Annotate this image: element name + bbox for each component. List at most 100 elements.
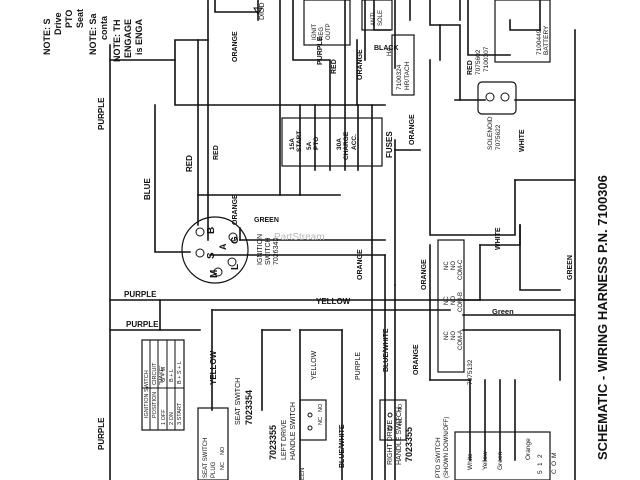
- label-orange-pto: ORANGE: [421, 259, 428, 290]
- hr-tach: 7100324 HR/TACH: [391, 34, 415, 96]
- ha-label: HA: [387, 48, 393, 56]
- battery: 7100449 BATTERY: [494, 0, 551, 63]
- label-white-sol: WHITE: [519, 129, 526, 152]
- relay-nc3: NC: [444, 331, 450, 340]
- pto-switch-label-1: PTO SWITCH: [435, 437, 442, 478]
- label-orange-top2: ORANGE: [357, 49, 364, 80]
- note-line-4: Seat: [75, 9, 85, 28]
- note-line-6: conta: [99, 15, 109, 40]
- note-line-7: NOTE: TH: [112, 20, 122, 63]
- ignition-pn: 7026343: [273, 238, 280, 265]
- label-blue-white: BLUE/WHITE: [383, 328, 390, 372]
- fuse-block: 15A START 5A PTO 30A CHARGE ACC. FUSES: [281, 117, 394, 167]
- red-pn-a: 7075602: [475, 49, 482, 75]
- sole-label: SOLE: [378, 10, 384, 26]
- top-connectors: IGNIT REG OUTP ANTI SOLE DIOD HA 7075602…: [253, 0, 490, 75]
- fuses-label: FUSES: [385, 131, 394, 158]
- label-purple-mid: PURPLE: [124, 290, 157, 299]
- left-drive-switch: NC NO 7023355 LEFT DRIVE HANDLE SWITCH E…: [268, 399, 327, 480]
- table-row-1-make: G + M: [161, 366, 167, 382]
- ignition-label-1: IGNITION: [257, 234, 264, 265]
- diode-label: DIOD: [259, 3, 266, 21]
- label-black: BLACK: [374, 45, 399, 52]
- seat-nc: NC: [220, 462, 226, 470]
- right-drive-nc: NC: [398, 417, 404, 425]
- outp-label: OUTP: [326, 23, 332, 40]
- note-line-3: PTO: [64, 10, 74, 28]
- label-purple-bottom: PURPLE: [97, 417, 106, 450]
- ignition-switch: B G S M L A IGNITION SWITCH 7026343: [181, 216, 280, 284]
- label-yellow-top: YELLOW: [316, 297, 351, 306]
- reg-label: REG: [319, 27, 325, 40]
- relay-pn: 7075132: [467, 359, 474, 385]
- fuse-pto: PTO: [313, 137, 320, 150]
- relay-no1: NO: [451, 261, 457, 270]
- label-green-pto: Green: [492, 307, 514, 316]
- label-red-left: RED: [185, 155, 194, 172]
- table-header-make: "MAKE": [159, 365, 165, 385]
- relay-comb: COM-B: [458, 292, 464, 312]
- ign-terminal-b: B: [206, 227, 217, 234]
- table-header-position: POSITION: [152, 392, 158, 418]
- fuse-30a: 30A: [336, 138, 343, 150]
- label-red-right: RED: [467, 60, 474, 75]
- label-orange-low: ORANGE: [357, 249, 364, 280]
- fuse-acc: ACC.: [351, 134, 358, 150]
- label-yellow-mid: YELLOW: [311, 350, 318, 380]
- seat-switch-plug-1: SEAT SWITCH: [203, 438, 209, 478]
- solenoid: SOLENOID 7075622: [477, 81, 517, 150]
- right-drive-switch: NC NO RIGHT DRIVE HANDLE SWITCH 7023355: [379, 399, 414, 465]
- table-row-2-make: B + L: [169, 369, 175, 382]
- fuse-charge: CHARGE: [343, 131, 350, 160]
- relay-no2: NO: [451, 296, 457, 305]
- pto-switch: PTO SWITCH (SHOWN DOWN/OFF) White Yellow…: [435, 417, 558, 480]
- label-orange-top: ORANGE: [232, 31, 239, 62]
- relay-coma: COM-A: [458, 330, 464, 350]
- ignit-label: IGNIT: [312, 24, 318, 40]
- pto-pin-m: M: [551, 453, 558, 458]
- battery-pn: 7100449: [536, 29, 543, 55]
- seat-switch: SEAT SWITCH PLUG NC NO SEAT SWITCH 70233…: [197, 378, 254, 480]
- hrtach-pn: 7100324: [396, 64, 403, 90]
- relay-comc: COM-C: [458, 259, 464, 280]
- battery-label: BATTERY: [543, 25, 550, 55]
- right-drive-label-2: HANDLE SWITCH: [396, 407, 403, 465]
- label-orange-mid: ORANGE: [232, 194, 239, 225]
- ign-terminal-g: G: [230, 236, 241, 244]
- note-line-5: NOTE: Sa: [88, 12, 98, 55]
- label-white-pto: WHITE: [495, 227, 502, 250]
- solenoid-label: SOLENOID: [487, 116, 494, 150]
- fuse-5a: 5A: [306, 141, 313, 150]
- pto-switch-label-2: (SHOWN DOWN/OFF): [444, 417, 450, 478]
- ignition-table: IGNITION SWITCH CIRCUIT POSITION "MAKE" …: [141, 339, 185, 431]
- label-purple-right-sw: PURPLE: [355, 352, 362, 380]
- relay-nc2: NC: [444, 296, 450, 305]
- label-blue-white-2: BLUE/WHITE: [339, 424, 346, 468]
- hrtach-label: HR/TACH: [404, 61, 411, 90]
- label-orange-bottom: ORANGE: [413, 344, 420, 375]
- left-drive-label-1: LEFT DRIVE: [281, 419, 288, 460]
- wire-labels: PURPLE PURPLE PURPLE PURPLE PURPLE PURPL…: [97, 31, 574, 468]
- ignition-label-2: SWITCH: [265, 237, 272, 265]
- ign-terminal-s: S: [206, 252, 217, 259]
- pto-wire-orange: Orange: [525, 438, 532, 460]
- pto-wire-green: Green: [497, 452, 504, 470]
- relay-no3: NO: [451, 331, 457, 340]
- note-line-1: NOTE: S: [42, 18, 52, 55]
- pto-wire-yellow: Yellow: [482, 451, 489, 470]
- right-drive-no: NO: [398, 403, 404, 412]
- left-drive-nc: NC: [318, 417, 324, 425]
- right-drive-pn: 7023355: [404, 427, 414, 462]
- watermark: PartStream: [274, 232, 325, 243]
- pto-relay: NC NO COM-C NC NO COM-B NC NO COM-A 7075…: [437, 239, 474, 385]
- label-green-right: GREEN: [567, 255, 574, 280]
- seat-switch-label: SEAT SWITCH: [235, 378, 242, 425]
- note-line-2: Drive: [53, 12, 63, 35]
- table-row-1-pos: 1 OFF: [161, 409, 167, 425]
- wires: [109, 0, 576, 480]
- label-purple-mid2: PURPLE: [126, 320, 159, 329]
- seat-switch-plug-2: PLUG: [211, 461, 217, 478]
- relay-nc1: NC: [444, 261, 450, 270]
